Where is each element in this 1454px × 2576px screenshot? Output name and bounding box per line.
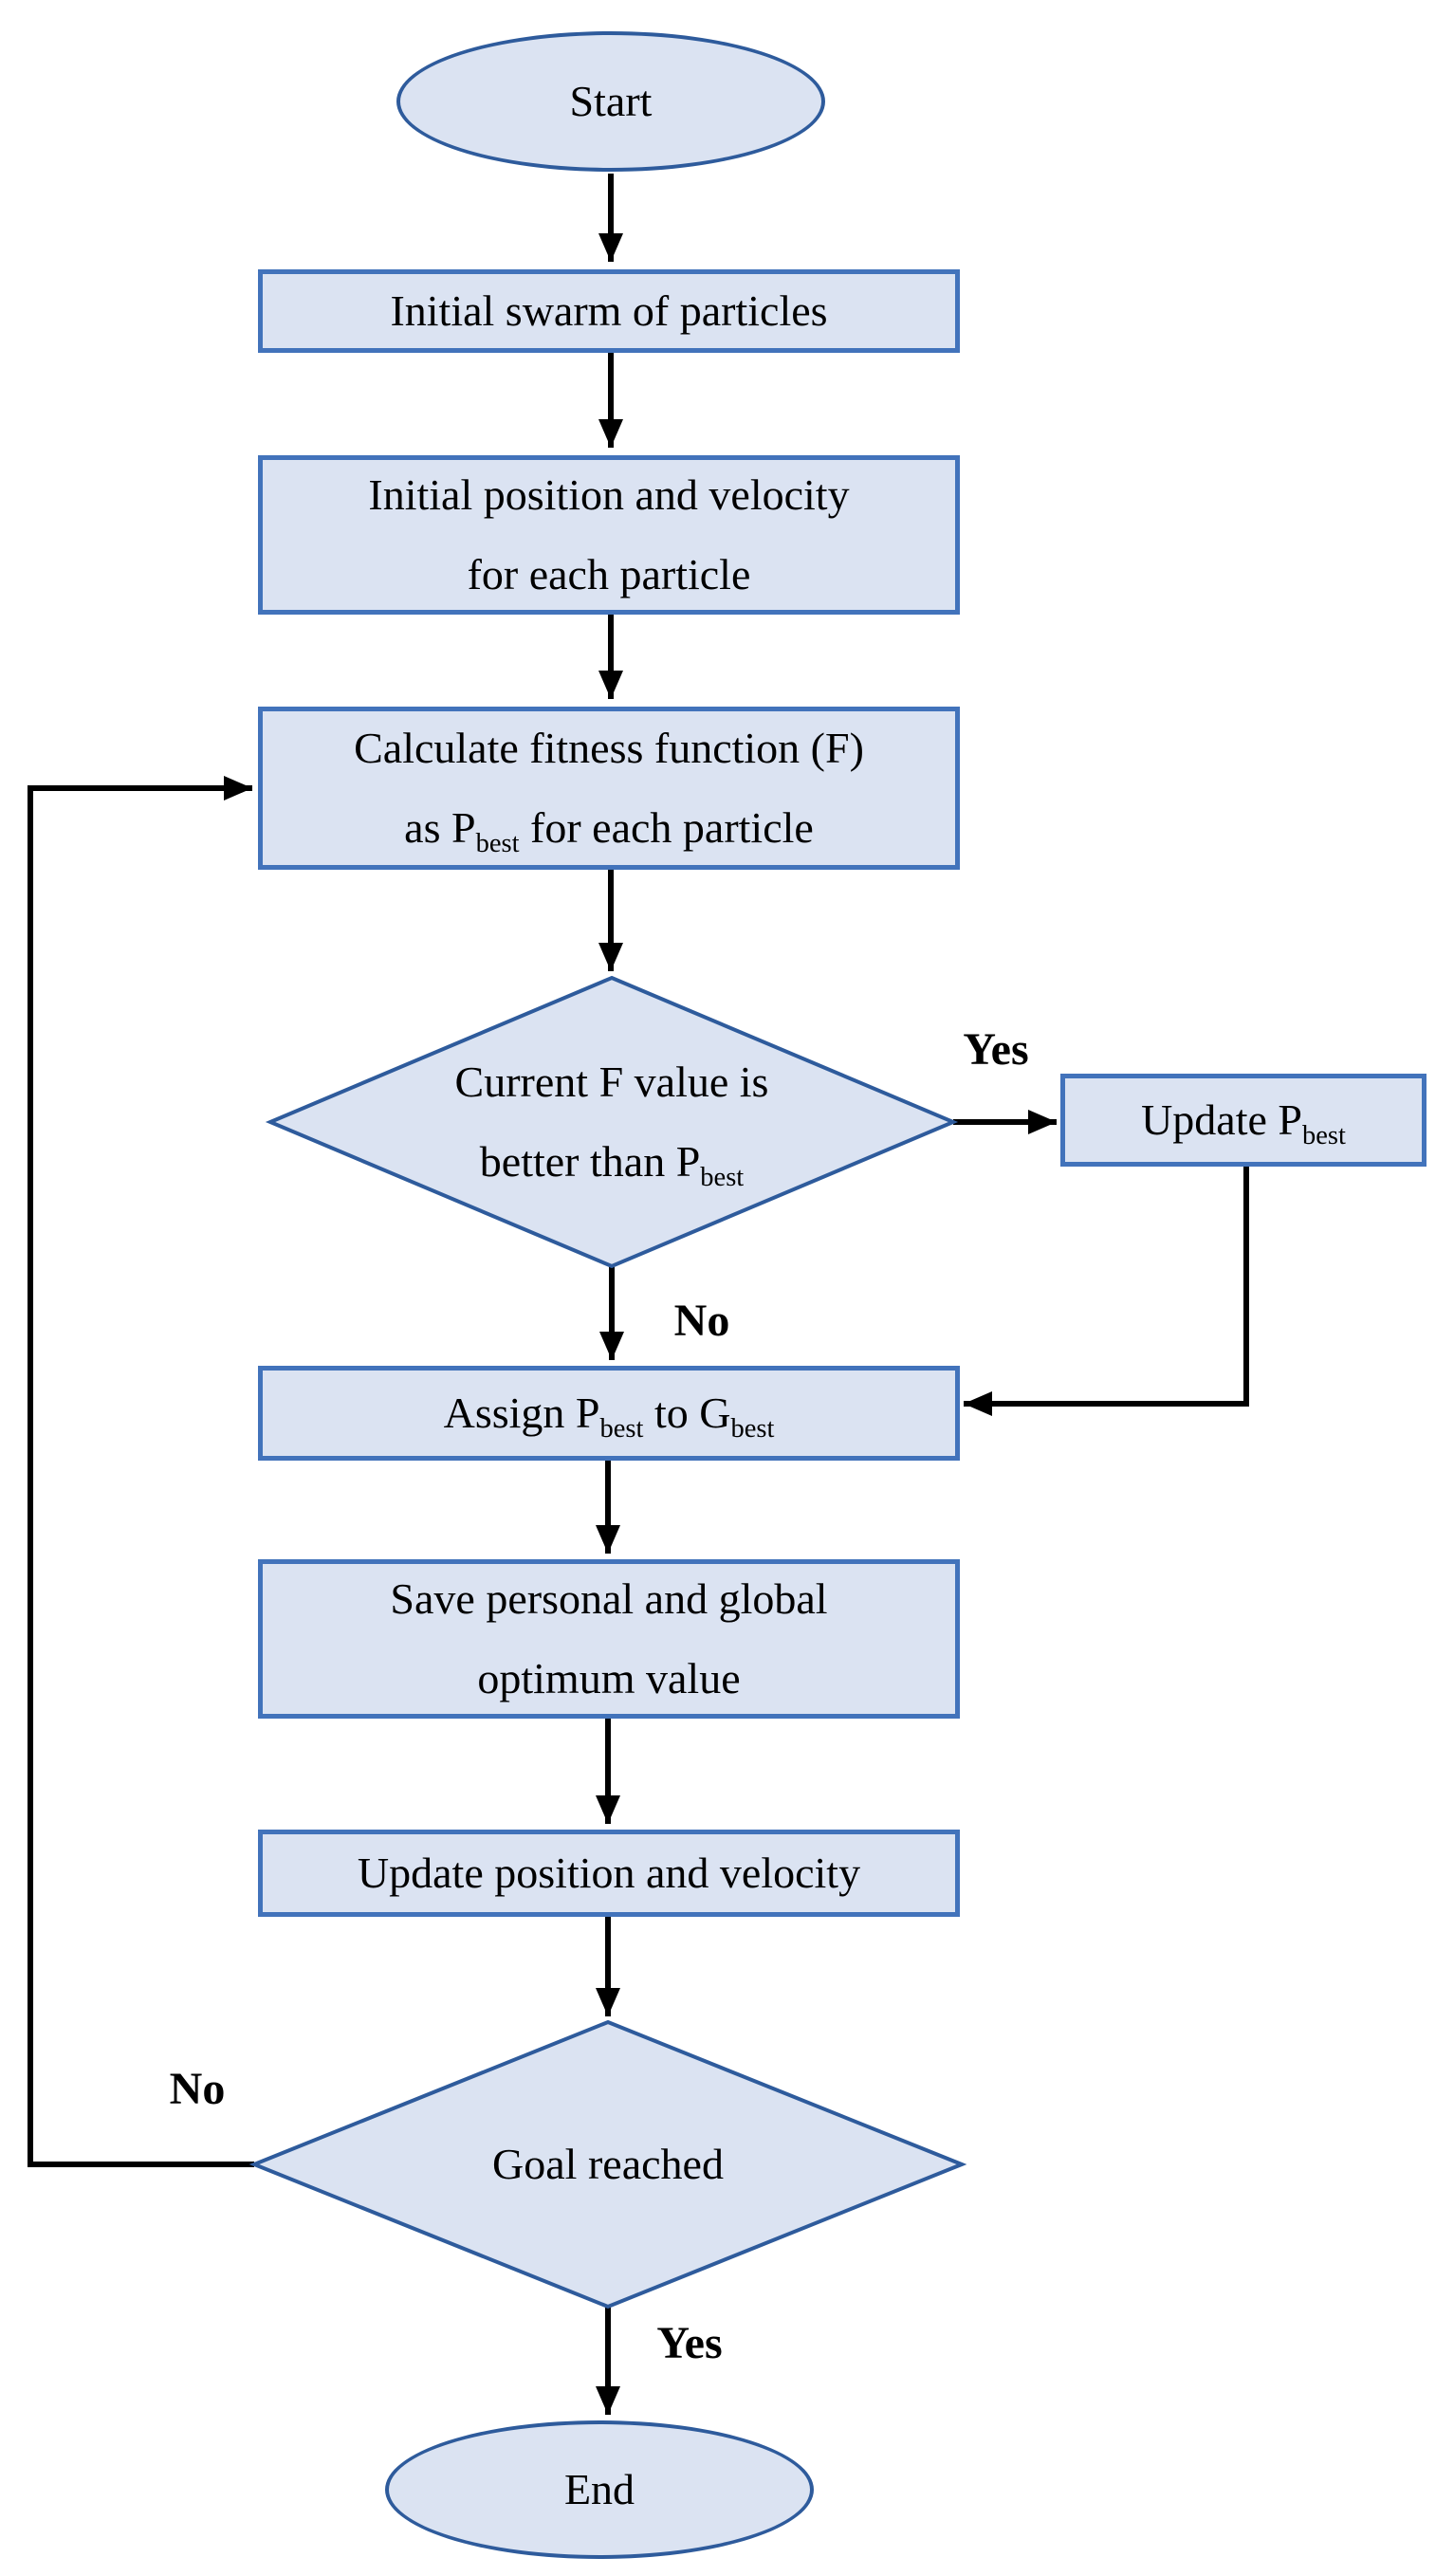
initial-swarm-label: Initial swarm of particles	[390, 286, 828, 335]
process-update-pbest: Update Pbest	[1060, 1074, 1426, 1167]
start-label: Start	[569, 77, 653, 125]
process-initial-swarm: Initial swarm of particles	[258, 269, 960, 353]
update-position-label: Update position and velocity	[357, 1849, 861, 1897]
decision-goal-text: Goal reached	[492, 2140, 724, 2188]
process-update-position: Update position and velocity	[258, 1830, 960, 1917]
decision-goal-shape	[248, 2019, 967, 2309]
edge-label-yes-update: Yes	[963, 1023, 1029, 1075]
process-assign-gbest: Assign Pbest to Gbest	[258, 1366, 960, 1461]
arrow-goal-no-loop-to-fitness	[28, 776, 254, 2167]
end-label: End	[563, 2465, 635, 2513]
end-terminator: End	[385, 2420, 814, 2559]
edge-label-yes-end: Yes	[656, 2317, 723, 2368]
edge-label-no-assign: No	[673, 1295, 730, 1346]
assign-gbest-label: Assign Pbest to Gbest	[443, 1389, 775, 1444]
edge-label-no-loop: No	[169, 2063, 226, 2114]
decision-fitness-shape	[265, 975, 959, 1269]
arrow-update-to-assign	[964, 1167, 1249, 1416]
update-pbest-label: Update Pbest	[1141, 1095, 1346, 1151]
start-terminator: Start	[396, 31, 825, 172]
process-calculate-fitness: Calculate fitness function (F)as Pbest f…	[258, 707, 960, 870]
calculate-fitness-label: Calculate fitness function (F)as Pbest f…	[354, 724, 864, 859]
